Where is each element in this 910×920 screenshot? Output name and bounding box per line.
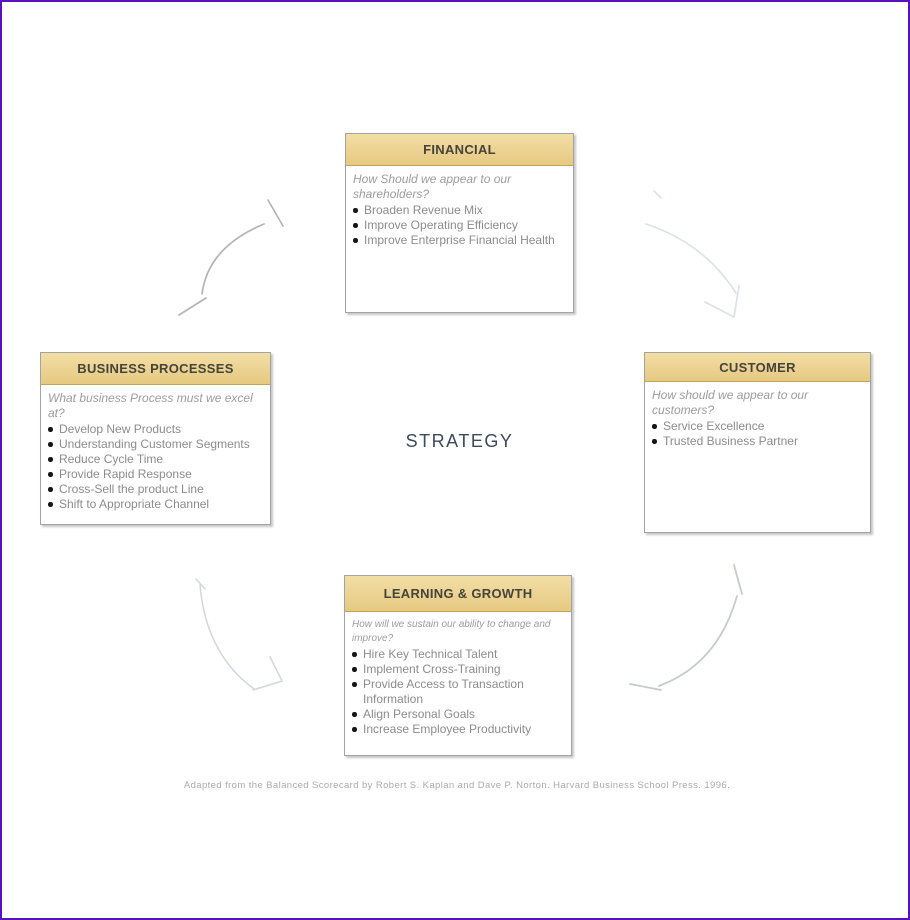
bullet-item: Provide Rapid Response xyxy=(47,467,262,482)
financial-box-title: FINANCIAL xyxy=(423,142,496,157)
learning-growth-question: How will we sustain our ability to chang… xyxy=(352,619,551,644)
curved-arrow-bottom-right-icon xyxy=(629,564,743,691)
bullet-item: Trusted Business Partner xyxy=(651,434,862,449)
customer-box-body: How should we appear to our customers? S… xyxy=(645,382,870,449)
learning-growth-perspective-box: LEARNING & GROWTH How will we sustain ou… xyxy=(344,575,572,756)
bullet-item: Understanding Customer Segments xyxy=(47,437,262,452)
source-caption: Adapted from the Balanced Scorecard by R… xyxy=(183,780,731,791)
bullet-item: Reduce Cycle Time xyxy=(47,452,262,467)
curved-arrow-top-left-icon xyxy=(178,199,284,316)
bullet-item: Implement Cross-Training xyxy=(351,662,563,677)
bullet-item: Improve Operating Efficiency xyxy=(352,218,565,233)
customer-perspective-box: CUSTOMER How should we appear to our cus… xyxy=(644,352,871,533)
learning-growth-box-body: How will we sustain our ability to chang… xyxy=(345,612,571,737)
bullet-item: Hire Key Technical Talent xyxy=(351,647,563,662)
bullet-item: Cross-Sell the product Line xyxy=(47,482,262,497)
financial-box-body: How Should we appear to our shareholders… xyxy=(346,166,573,248)
curved-arrow-top-right-icon xyxy=(645,190,740,318)
business-processes-question: What business Process must we excel at? xyxy=(48,391,253,420)
bullet-item: Broaden Revenue Mix xyxy=(352,203,565,218)
financial-question: How Should we appear to our shareholders… xyxy=(353,172,512,201)
customer-box-title: CUSTOMER xyxy=(719,359,796,375)
bullet-item: Service Excellence xyxy=(651,419,862,434)
strategy-center-label: STRATEGY xyxy=(405,431,514,451)
learning-growth-box-title: LEARNING & GROWTH xyxy=(383,586,533,601)
bullet-item: Improve Enterprise Financial Health xyxy=(352,233,565,248)
bullet-item: Align Personal Goals xyxy=(351,707,563,722)
business-processes-box-title: BUSINESS PROCESSES xyxy=(77,361,234,376)
customer-question: How should we appear to our customers? xyxy=(652,388,809,417)
financial-perspective-box: FINANCIAL How Should we appear to our sh… xyxy=(345,133,574,313)
bullet-item: Develop New Products xyxy=(47,422,262,437)
bullet-item: Shift to Appropriate Channel xyxy=(47,497,262,512)
business-processes-box-body: What business Process must we excel at? … xyxy=(41,385,270,512)
bullet-item: Provide Access to Transaction Informatio… xyxy=(351,677,563,707)
learning-growth-box-header: LEARNING & GROWTH xyxy=(345,576,571,612)
bullet-item: Increase Employee Productivity xyxy=(351,722,563,737)
business-processes-perspective-box: BUSINESS PROCESSES What business Process… xyxy=(40,352,271,525)
financial-box-header: FINANCIAL xyxy=(346,134,573,166)
curved-arrow-bottom-left-icon xyxy=(195,578,283,691)
customer-box-header: CUSTOMER xyxy=(645,353,870,382)
business-processes-box-header: BUSINESS PROCESSES xyxy=(41,353,270,385)
